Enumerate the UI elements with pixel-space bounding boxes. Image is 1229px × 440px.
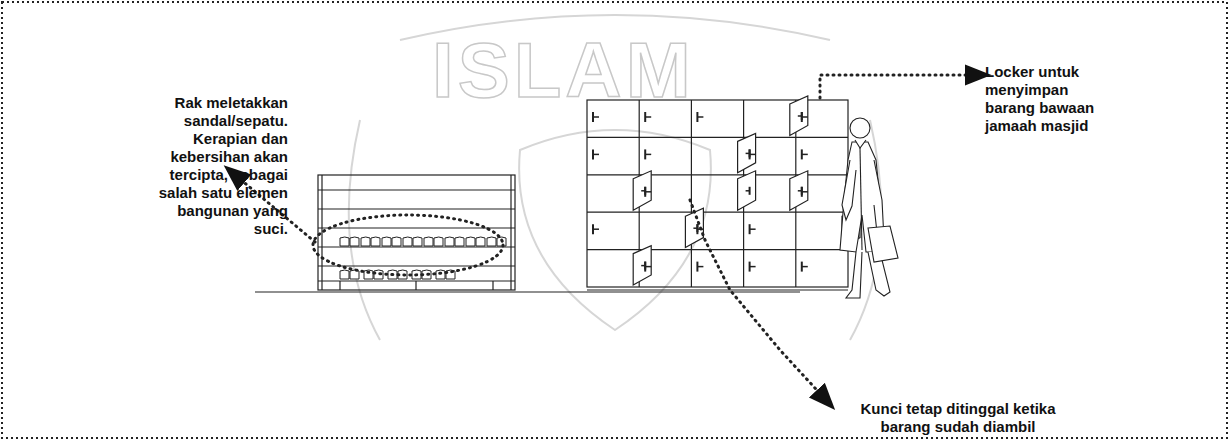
key <box>802 191 808 193</box>
shoe <box>403 237 412 246</box>
locker-divider <box>587 249 848 250</box>
key <box>802 116 808 118</box>
key <box>746 190 750 192</box>
key <box>802 154 808 156</box>
leader-line <box>820 75 978 98</box>
shoe <box>340 237 349 246</box>
ground-line <box>255 291 800 292</box>
key <box>593 154 599 156</box>
open-door <box>738 171 756 210</box>
open-door <box>633 171 651 210</box>
callout-text: Locker untuk menyimpan barang bawaan jam… <box>985 63 1115 135</box>
key <box>697 266 703 268</box>
key <box>645 116 651 118</box>
locker-divider <box>587 174 848 175</box>
shoe-rack <box>318 175 515 290</box>
key <box>593 228 599 230</box>
locker-divider <box>691 100 692 287</box>
locker-frame <box>587 100 848 287</box>
shoe <box>361 237 370 246</box>
open-door <box>790 171 808 210</box>
shoe <box>455 237 464 246</box>
locker-divider <box>587 137 848 138</box>
shoe <box>476 237 485 246</box>
man-figure <box>840 118 898 298</box>
open-door <box>633 246 651 285</box>
key <box>593 116 599 118</box>
shoe <box>413 237 422 246</box>
key <box>645 191 651 193</box>
locker-base <box>587 289 848 290</box>
callout-text: Kunci tetap ditinggal ketika barang suda… <box>838 400 1078 436</box>
highlight-ellipse <box>313 215 503 275</box>
shoe <box>434 237 443 246</box>
callout-text: Rak meletakkan sandal/sepatu. Kerapian d… <box>145 94 288 238</box>
key <box>802 266 808 268</box>
key <box>750 228 756 230</box>
shoe <box>382 237 391 246</box>
watermark-logo <box>349 15 882 340</box>
key <box>645 154 651 156</box>
key <box>750 154 756 156</box>
shoe <box>466 237 475 246</box>
key <box>750 266 756 268</box>
shoe <box>392 237 401 246</box>
open-door <box>790 96 808 135</box>
shoes <box>340 237 506 279</box>
key <box>645 266 651 268</box>
shoe <box>424 237 433 246</box>
key <box>697 116 703 118</box>
open-door <box>738 133 756 172</box>
shoe <box>340 270 349 279</box>
locker-cabinet <box>587 96 860 290</box>
locker-divider <box>587 212 848 213</box>
watermark: ISLAM <box>432 30 692 110</box>
shoe <box>487 237 496 246</box>
shoe <box>371 237 380 246</box>
shoe <box>445 237 454 246</box>
shoe <box>350 237 359 246</box>
leader-line <box>690 200 826 400</box>
